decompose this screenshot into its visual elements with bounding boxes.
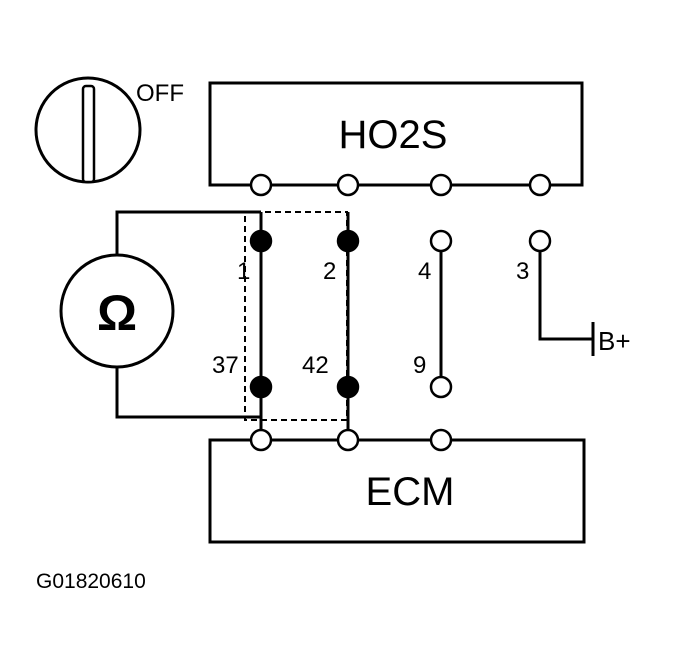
pin-4-open: [429, 229, 453, 253]
ho2s-box: [208, 81, 584, 187]
ignition-off-label: OFF: [136, 80, 184, 107]
wire-3-supply: [538, 252, 593, 341]
pin-label-1: 1: [237, 258, 250, 285]
ecm-pin: [336, 428, 360, 452]
pin-1-closed: [249, 229, 273, 253]
ecm-label: ECM: [366, 470, 455, 514]
pin-42-closed: [336, 375, 360, 399]
ecm-pin: [429, 428, 453, 452]
meter-lead-top: [115, 210, 261, 255]
ecm-pin: [249, 428, 273, 452]
pin-label-42: 42: [302, 352, 329, 379]
ho2s-pin: [336, 173, 360, 197]
ecm-box: [208, 438, 586, 544]
pin-3-open: [528, 229, 552, 253]
pin-37-closed: [249, 375, 273, 399]
pin-label-4: 4: [418, 258, 431, 285]
meter-lead-bottom: [115, 367, 261, 419]
pin-label-9: 9: [413, 352, 426, 379]
ohmmeter: Ω: [59, 253, 175, 369]
ho2s-label: HO2S: [339, 113, 448, 157]
pin-label-37: 37: [212, 352, 239, 379]
ho2s-pin: [528, 173, 552, 197]
ohm-icon: Ω: [97, 285, 137, 341]
figure-id: G01820610: [36, 570, 146, 593]
supply-label: B+: [598, 326, 631, 356]
ho2s-pin: [429, 173, 453, 197]
pin-9-open: [429, 375, 453, 399]
ignition-switch-icon: [34, 76, 142, 184]
pin-label-3: 3: [516, 258, 529, 285]
ho2s-pin: [249, 173, 273, 197]
pin-2-closed: [336, 229, 360, 253]
pin-label-2: 2: [323, 258, 336, 285]
